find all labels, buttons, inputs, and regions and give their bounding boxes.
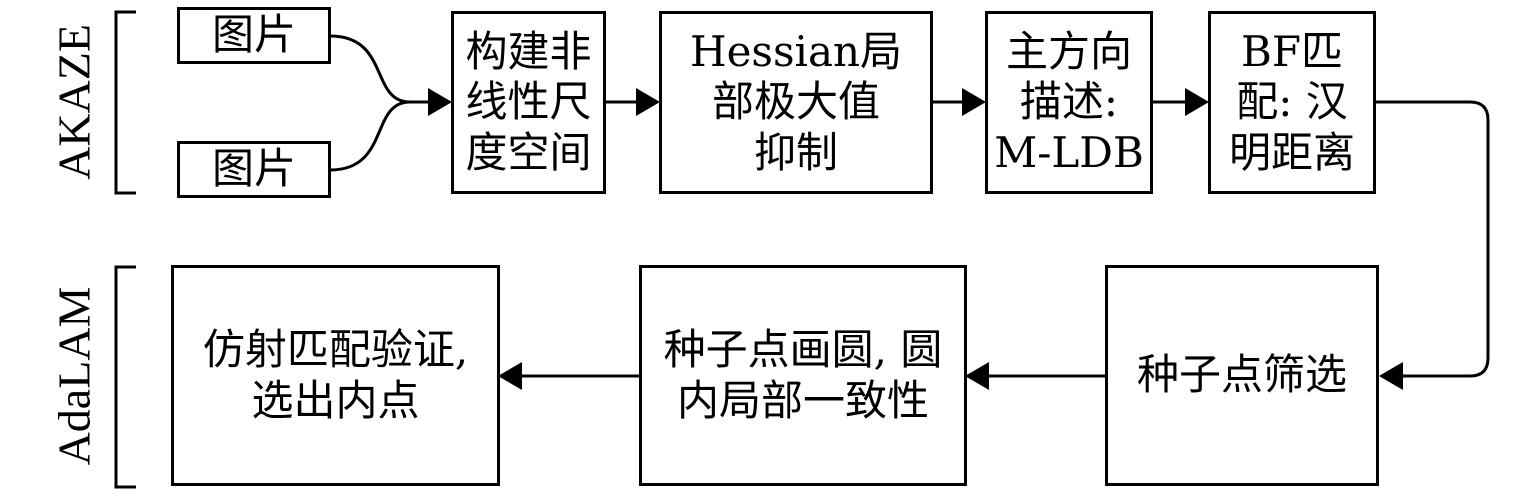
nonlinear-scale-space-box: 构建非 线性尺 度空间 xyxy=(451,11,606,194)
mldb-descriptor-box: 主方向 描述: M-LDB xyxy=(985,11,1153,194)
adalam-stage-label: AdaLAM xyxy=(48,286,100,466)
arrowhead-scale-to-hessian xyxy=(636,88,660,116)
input-image-box-2: 图片 xyxy=(177,141,331,198)
wraparound-connector xyxy=(1375,100,1490,378)
input-1-connector xyxy=(329,34,411,104)
input-2-connector xyxy=(329,100,411,172)
akaze-stage-label: AKAZE xyxy=(48,24,100,180)
arrowhead-to-scale-space xyxy=(428,88,452,116)
input-image-box-1: 图片 xyxy=(177,7,331,64)
arrowhead-seedfilter-to-circle xyxy=(965,362,989,390)
akaze-bracket xyxy=(114,10,136,195)
arrowhead-to-seed-filter xyxy=(1379,362,1403,390)
affine-verification-box: 仿射匹配验证, 选出内点 xyxy=(171,265,500,486)
adalam-bracket xyxy=(114,265,136,489)
bf-match-box: BF匹 配: 汉 明距离 xyxy=(1208,11,1376,194)
seed-circle-consistency-box: 种子点画圆, 圆 内局部一致性 xyxy=(639,265,967,486)
hessian-nms-box: Hessian局 部极大值 抑制 xyxy=(659,11,933,194)
arrowhead-circle-to-affine xyxy=(498,362,522,390)
arrowhead-hessian-to-descriptor xyxy=(962,88,986,116)
seed-filter-box: 种子点筛选 xyxy=(1105,265,1379,486)
arrowhead-descriptor-to-bf xyxy=(1185,88,1209,116)
